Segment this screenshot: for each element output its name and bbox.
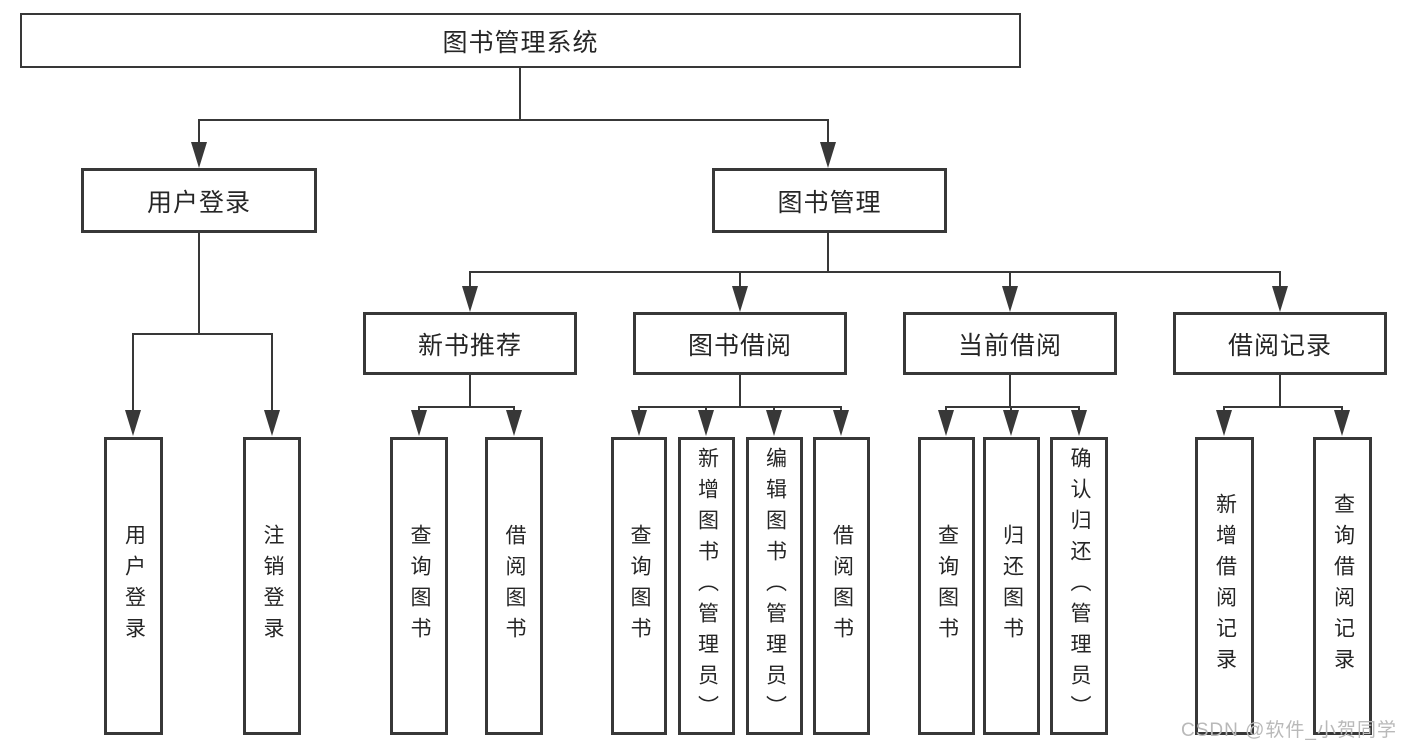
section-current-borrow: 当前借阅 — [903, 312, 1117, 375]
section-label: 新书推荐 — [417, 331, 522, 360]
leaf-label: 查询图书 — [628, 524, 651, 648]
leaf-label: 确认归还（管理员） — [1068, 446, 1091, 726]
leaf-query-books-3: 查询图书 — [918, 437, 975, 735]
leaf-label: 借阅图书 — [503, 524, 526, 648]
leaf-label: 查询图书 — [935, 524, 959, 648]
root-label: 图书管理系统 — [442, 28, 599, 57]
leaf-logout: 注销登录 — [243, 437, 301, 735]
leaf-label: 用户登录 — [122, 524, 146, 648]
leaf-add-books-admin: 新增图书（管理员） — [678, 437, 735, 735]
section-borrow-records: 借阅记录 — [1173, 312, 1387, 375]
root-box-library-system: 图书管理系统 — [20, 13, 1021, 68]
leaf-label: 新增图书（管理员） — [695, 446, 719, 726]
section-book-borrow: 图书借阅 — [633, 312, 847, 375]
leaf-user-login: 用户登录 — [104, 437, 163, 735]
leaf-label: 新增借阅记录 — [1213, 493, 1237, 679]
branch-label: 图书管理 — [777, 188, 882, 217]
leaf-query-books-2: 查询图书 — [611, 437, 667, 735]
leaf-add-borrow-record: 新增借阅记录 — [1195, 437, 1254, 735]
leaf-borrow-books-2: 借阅图书 — [813, 437, 870, 735]
branch-label: 用户登录 — [146, 188, 251, 217]
leaf-return-books: 归还图书 — [983, 437, 1040, 735]
section-new-book-recommend: 新书推荐 — [363, 312, 577, 375]
leaf-label: 编辑图书（管理员） — [763, 446, 787, 726]
branch-book-management: 图书管理 — [712, 168, 947, 233]
leaf-label: 归还图书 — [1000, 524, 1024, 648]
section-label: 图书借阅 — [687, 331, 792, 360]
leaf-borrow-books-1: 借阅图书 — [485, 437, 543, 735]
branch-user-login: 用户登录 — [81, 168, 317, 233]
leaf-query-books-1: 查询图书 — [390, 437, 448, 735]
leaf-edit-books-admin: 编辑图书（管理员） — [746, 437, 803, 735]
leaf-label: 查询借阅记录 — [1331, 493, 1355, 679]
leaf-label: 注销登录 — [261, 524, 284, 648]
leaf-confirm-return-admin: 确认归还（管理员） — [1050, 437, 1108, 735]
leaf-label: 借阅图书 — [830, 524, 854, 648]
csdn-watermark: CSDN @软件_小贺同学 — [1181, 720, 1397, 741]
section-label: 当前借阅 — [957, 331, 1062, 360]
leaf-label: 查询图书 — [408, 524, 431, 648]
leaf-query-borrow-record: 查询借阅记录 — [1313, 437, 1372, 735]
section-label: 借阅记录 — [1227, 331, 1332, 360]
